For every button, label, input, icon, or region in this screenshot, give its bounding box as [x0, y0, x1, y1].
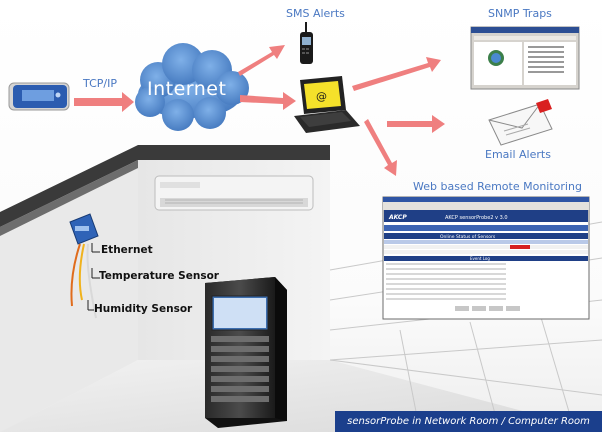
- internet-cloud-icon: [135, 43, 249, 131]
- arrow-internet-to-sms: [238, 45, 285, 76]
- snmp-trap-window-icon: [470, 26, 580, 90]
- web-monitoring-screenshot: AKCP AKCP sensorProbe2 v 3.0 Online Stat…: [382, 196, 590, 320]
- wall-sensorprobe-icon: [69, 213, 100, 319]
- laptop-email-icon: @: [294, 76, 360, 133]
- wall-top-edge: [0, 145, 330, 227]
- humidity-sensor-label: Humidity Sensor: [94, 303, 193, 315]
- arrow-laptop-to-email: [387, 115, 445, 133]
- sensorprobe-device-icon: [8, 82, 70, 111]
- arrow-laptop-to-snmp: [352, 57, 441, 91]
- internet-label: Internet: [147, 78, 227, 100]
- caption-bar: sensorProbe in Network Room / Computer R…: [335, 411, 602, 432]
- email-alerts-label: Email Alerts: [485, 148, 551, 161]
- screenshot-table-title: Online Status of Sensors: [440, 234, 496, 240]
- air-conditioner-icon: [154, 175, 314, 211]
- email-envelope-icon: [488, 99, 553, 146]
- left-wall: [0, 150, 138, 432]
- arrow-laptop-to-web: [364, 119, 397, 176]
- web-monitoring-label: Web based Remote Monitoring: [413, 180, 582, 193]
- mobile-phone-icon: [300, 22, 313, 64]
- screenshot-events-title: Event Log: [470, 256, 490, 261]
- arrow-device-to-internet: [74, 92, 134, 112]
- tcpip-label: TCP/IP: [83, 77, 117, 90]
- arrow-internet-to-laptop: [240, 92, 296, 110]
- screenshot-brand: AKCP: [388, 214, 407, 221]
- server-rack-icon: [205, 277, 287, 428]
- sms-alerts-label: SMS Alerts: [286, 7, 345, 20]
- ethernet-label: Ethernet: [101, 244, 153, 256]
- svg-text:@: @: [316, 90, 327, 103]
- snmp-traps-label: SNMP Traps: [488, 7, 552, 20]
- flow-arrows: [74, 45, 445, 176]
- temperature-sensor-label: Temperature Sensor: [99, 270, 219, 282]
- screenshot-product: AKCP sensorProbe2 v 3.0: [445, 215, 508, 221]
